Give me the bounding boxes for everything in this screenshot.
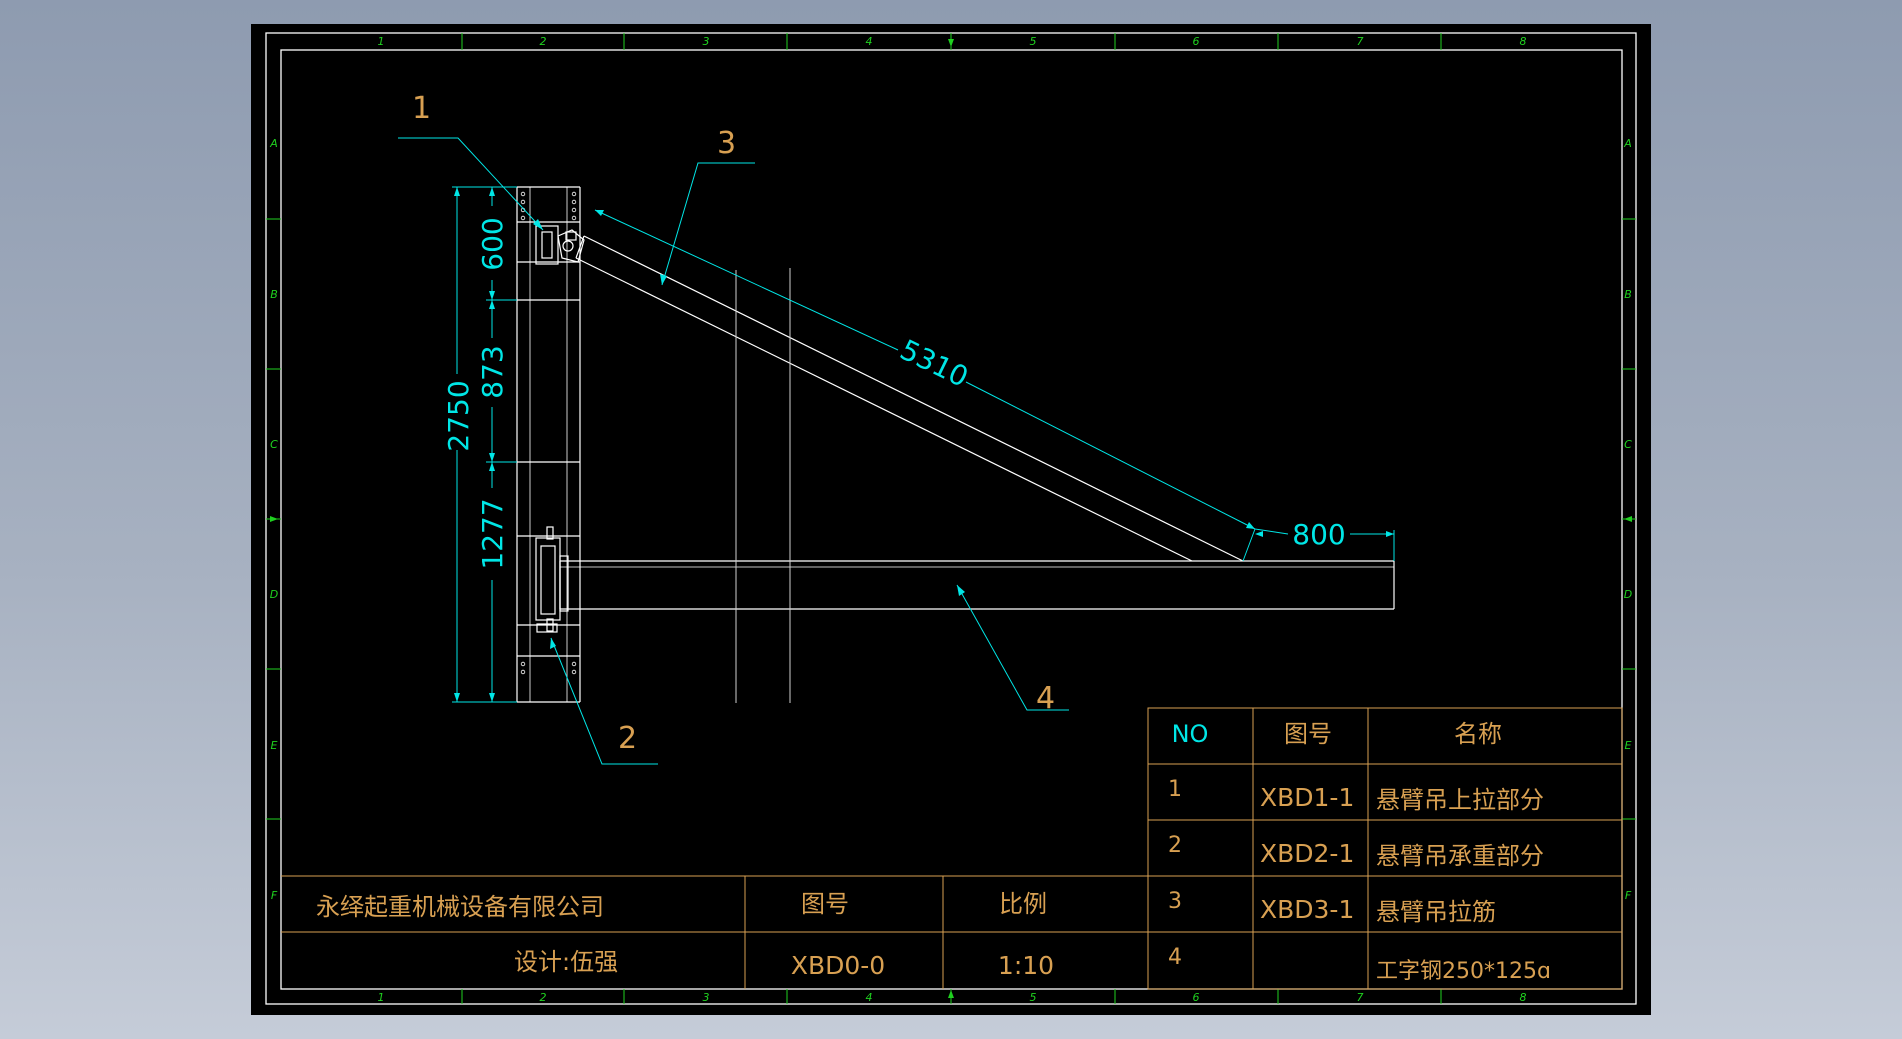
callout-3: 3: [717, 126, 736, 161]
grid-col-bottom-5: 5: [1030, 991, 1037, 1004]
top-pivot-bracket: [535, 225, 585, 265]
column: [516, 186, 581, 703]
parts-table: NO 图号 名称 1 XBD1-1 悬臂吊上拉部分 2 XBD2-1 悬臂吊承重…: [1147, 707, 1623, 990]
grid-row-right-b: B: [1624, 288, 1632, 301]
parts-row-2-name: 悬臂吊承重部分: [1376, 842, 1544, 870]
grid-row-left-a: A: [269, 137, 278, 150]
grid-col-top-8: 8: [1520, 35, 1527, 48]
center-lines: [735, 268, 791, 703]
grid-col-bottom-2: 2: [540, 991, 547, 1004]
grid-col-bottom-3: 3: [703, 991, 710, 1004]
grid-col-top-5: 5: [1030, 35, 1037, 48]
bolt-holes: [520, 191, 577, 675]
grid-row-right-d: D: [1624, 588, 1632, 601]
grid-col-bottom-4: 4: [866, 991, 873, 1004]
grid-row-right-c: C: [1624, 438, 1632, 451]
drawing-no-label: 图号: [801, 890, 849, 918]
grid-col-top-3: 3: [703, 35, 710, 48]
parts-row-1-name: 悬臂吊上拉部分: [1376, 786, 1544, 814]
grid-col-top-2: 2: [540, 35, 547, 48]
grid-row-right-e: E: [1625, 739, 1632, 752]
parts-row-2-drawing-no: XBD2-1: [1260, 839, 1354, 868]
grid-row-left-b: B: [270, 288, 278, 301]
grid-row-left-d: D: [270, 588, 278, 601]
designer-label: 设计:伍强: [514, 948, 618, 976]
dimension-arrows: [454, 187, 1394, 702]
drawing-number: XBD0-0: [791, 951, 885, 980]
grid-row-right-f: F: [1625, 889, 1632, 902]
grid-col-bottom-6: 6: [1193, 991, 1200, 1004]
grid-col-top-1: 1: [378, 35, 385, 48]
parts-row-4-name: 工字钢250*125ɑ: [1376, 959, 1551, 984]
callout-leaders: [398, 137, 1069, 765]
scale-label: 比例: [999, 890, 1047, 918]
dim-1277: 1277: [476, 498, 509, 569]
parts-row-3-no: 3: [1168, 889, 1182, 914]
grid-col-bottom-8: 8: [1520, 991, 1527, 1004]
horizontal-beam: [559, 560, 1395, 610]
parts-row-3-drawing-no: XBD3-1: [1260, 895, 1354, 924]
parts-row-1-no: 1: [1168, 777, 1182, 802]
parts-row-4-no: 4: [1168, 945, 1182, 970]
parts-header-name: 名称: [1454, 720, 1502, 748]
grid-zone-marks: [266, 33, 1636, 1004]
grid-row-left-c: C: [270, 438, 278, 451]
parts-row-3-name: 悬臂吊拉筋: [1376, 898, 1496, 926]
parts-row-2-no: 2: [1168, 833, 1182, 858]
callout-1: 1: [412, 91, 431, 126]
dim-600: 600: [476, 217, 509, 270]
title-block: 永绎起重机械设备有限公司 设计:伍强 图号 比例 XBD0-0 1:10: [281, 875, 1148, 989]
parts-header-drawing-no: 图号: [1284, 720, 1332, 748]
callout-4: 4: [1036, 681, 1055, 716]
grid-col-top-4: 4: [866, 35, 873, 48]
scale-value: 1:10: [998, 951, 1054, 980]
grid-row-left-e: E: [271, 739, 278, 752]
company-name: 永绎起重机械设备有限公司: [316, 893, 604, 921]
diagonal-tie-rod: [575, 235, 1244, 562]
center-arrows: [270, 39, 1632, 998]
grid-col-bottom-1: 1: [378, 991, 385, 1004]
parts-header-no: NO: [1172, 720, 1209, 748]
dim-800: 800: [1292, 518, 1345, 551]
callout-labels: 1 3 2 4: [412, 91, 1055, 756]
dimension-lines: [452, 186, 1395, 703]
parts-row-1-drawing-no: XBD1-1: [1260, 783, 1354, 812]
grid-col-top-6: 6: [1193, 35, 1200, 48]
callout-2: 2: [618, 721, 637, 756]
grid-col-top-7: 7: [1357, 35, 1364, 48]
grid-col-bottom-7: 7: [1357, 991, 1364, 1004]
jib-crane-drawing: [516, 186, 1395, 703]
grid-labels: 1 2 3 4 5 6 7 8 1 2 3 4 5 6 7 8 A B C D …: [269, 35, 1632, 1004]
drawing-sheet: [251, 24, 1651, 1015]
grid-row-right-a: A: [1623, 137, 1632, 150]
dim-873: 873: [476, 345, 509, 398]
callout-arrows: [533, 219, 965, 649]
grid-row-left-f: F: [271, 889, 278, 902]
dim-2750: 2750: [442, 380, 475, 451]
